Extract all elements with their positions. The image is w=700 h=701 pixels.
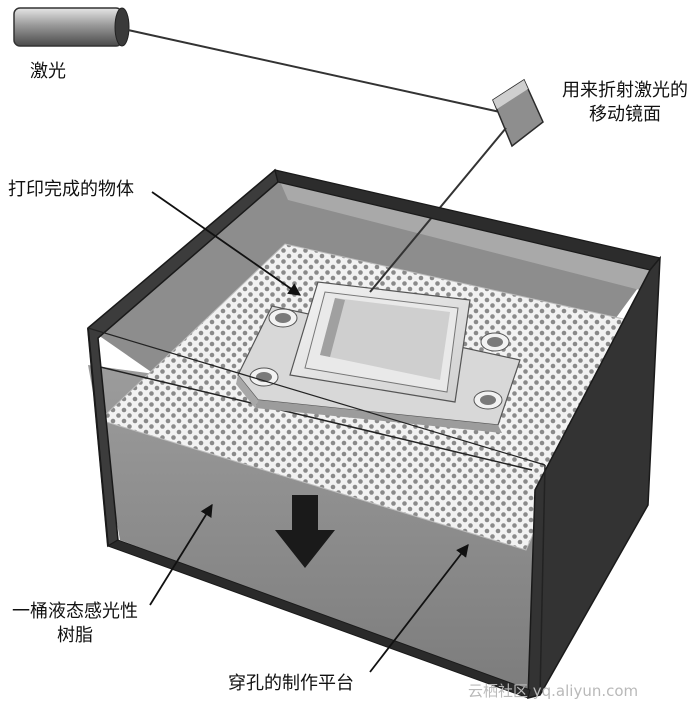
label-platform: 穿孔的制作平台 [228, 673, 354, 694]
label-resin: 一桶液态感光性 树脂 [0, 600, 150, 648]
label-laser: 激光 [30, 61, 66, 82]
printed-object [236, 281, 521, 433]
pointer-arrow-object [151, 191, 302, 296]
label-resin-line1: 一桶液态感光性 [12, 601, 138, 622]
down-arrow-icon [275, 495, 335, 568]
resin-surface-line [91, 364, 533, 471]
watermark-text: 云栖社区 yq.aliyun.com [468, 682, 639, 700]
laser-beam [127, 29, 501, 113]
label-resin-line2: 树脂 [57, 625, 93, 646]
label-mirror-line1: 用来折射激光的 [562, 80, 688, 101]
label-printed-object: 打印完成的物体 [8, 179, 134, 200]
label-mirror-line2: 移动镜面 [589, 104, 661, 125]
resin-tank [87, 168, 662, 699]
laser-emitter [13, 7, 130, 47]
pointer-arrow-platform [369, 544, 469, 673]
label-mirror: 用来折射激光的 移动镜面 [556, 79, 694, 127]
pointer-arrow-resin [149, 503, 213, 606]
